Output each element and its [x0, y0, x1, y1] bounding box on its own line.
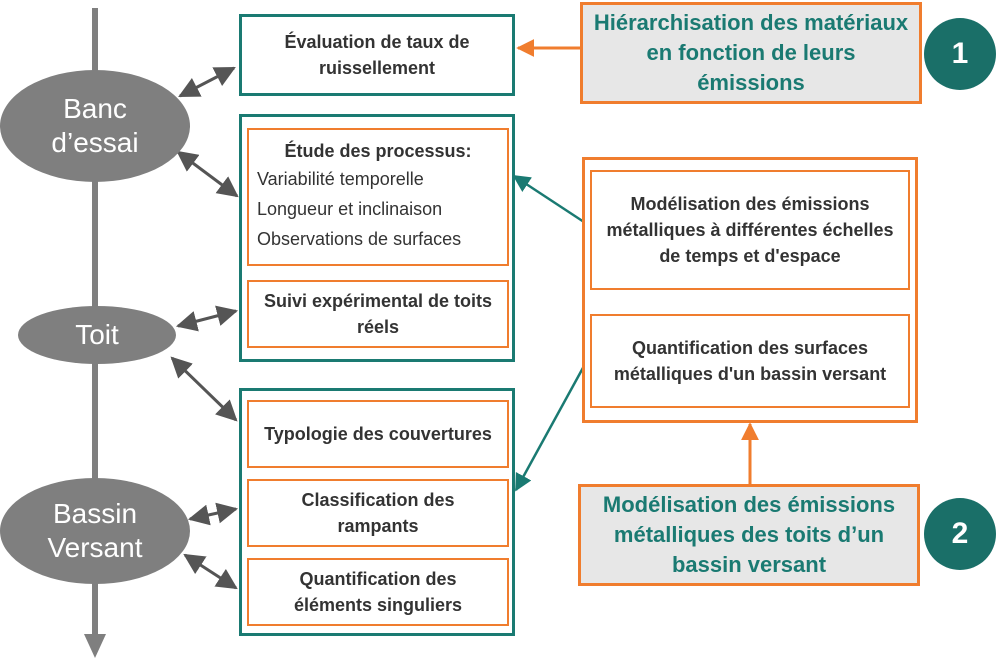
node-bassin-versant: Bassin Versant [0, 478, 190, 584]
box-suivi-experimental: Suivi expérimental de toits réels [247, 280, 509, 348]
arrow-bassin-classification [187, 502, 239, 526]
arrow-toit-suivi [175, 305, 239, 332]
box-evaluation-ruissellement: Évaluation de taux de ruissellement [239, 14, 515, 96]
arrow-bassin-quantification [183, 553, 238, 590]
processus-item: Variabilité temporelle [257, 169, 424, 189]
box-quantification-surfaces: Quantification des surfaces métalliques … [590, 314, 910, 408]
box-quantification-elements: Quantification des éléments singuliers [247, 558, 509, 626]
arrow-banc-evaluation [178, 66, 236, 98]
box-classification-rampants: Classification des rampants [247, 479, 509, 547]
vertical-axis-arrowhead [84, 634, 106, 658]
node-banc-essai: Banc d’essai [0, 70, 190, 182]
arrow-right-processus [512, 174, 585, 224]
box-modelisation-emissions: Modélisation des émissions métalliques à… [590, 170, 910, 290]
box-etude-processus: Étude des processus: Variabilité tempore… [247, 128, 509, 266]
callout-modelisation-bassin: Modélisation des émissions métalliques d… [578, 484, 920, 586]
node-toit: Toit [18, 306, 176, 364]
processus-item: Longueur et inclinaison [257, 199, 443, 219]
arrow-toit-typologie [170, 356, 238, 422]
box-typologie-couvertures: Typologie des couvertures [247, 400, 509, 468]
processus-title: Étude des processus: [284, 141, 472, 161]
arrow-right-bassin-group [514, 365, 586, 492]
callout-number-badge: 1 [924, 18, 996, 90]
callout-number-badge: 2 [924, 498, 996, 570]
processus-item: Observations de surfaces [257, 229, 462, 249]
arrow-banc-processus [176, 150, 239, 198]
callout-hierarchisation: Hiérarchisation des matériaux en fonctio… [580, 2, 922, 104]
